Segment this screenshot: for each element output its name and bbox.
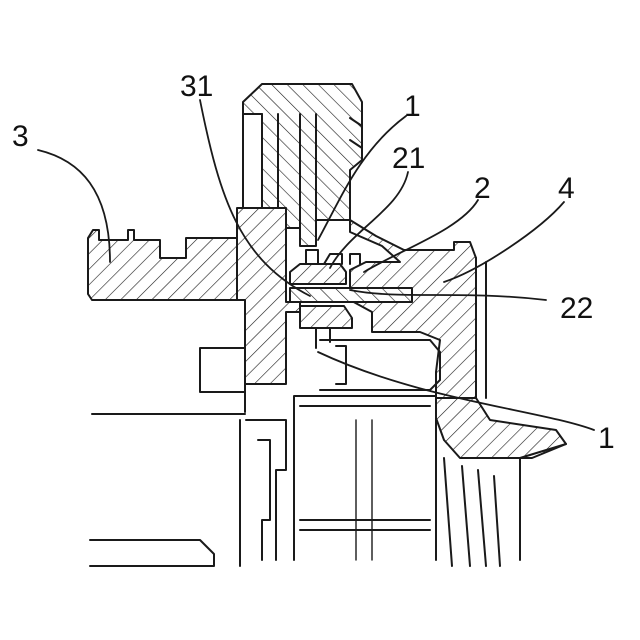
label-31: 31 — [180, 70, 213, 103]
label-21: 21 — [392, 142, 425, 175]
label-22: 22 — [560, 292, 593, 325]
label-3: 3 — [12, 120, 29, 153]
housing-section-3 — [88, 208, 300, 412]
label-1-top: 1 — [404, 90, 421, 123]
label-1-bottom: 1 — [598, 422, 615, 455]
label-4: 4 — [558, 172, 575, 205]
label-2: 2 — [474, 172, 491, 205]
